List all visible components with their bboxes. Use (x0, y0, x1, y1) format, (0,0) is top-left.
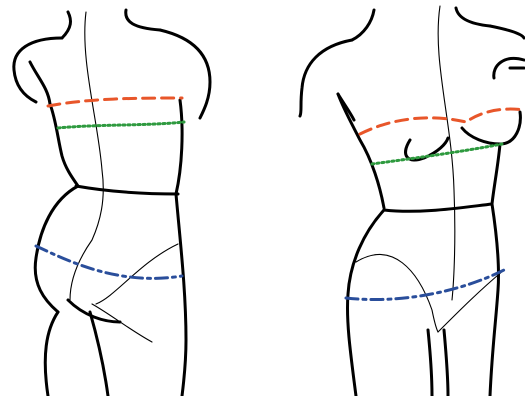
front-neck-right (456, 8, 490, 26)
front-right-shoulder (490, 26, 524, 38)
front-right-breast (462, 112, 520, 144)
back-left-torso-edge (30, 62, 50, 104)
front-view-figure (300, 6, 524, 396)
back-right-leg-edge (176, 194, 186, 396)
front-lower-measure-line (346, 270, 504, 300)
back-middle-measure-line (58, 122, 184, 128)
front-inner-leg-right (444, 330, 448, 396)
front-middle-measure-line (372, 144, 502, 164)
back-left-leg-inner (90, 312, 108, 396)
back-right-shoulder-arm (160, 30, 210, 118)
back-view-figure (14, 10, 210, 396)
back-neck-left (62, 12, 70, 38)
back-crease (68, 300, 120, 322)
front-torso-left-upper (338, 94, 354, 120)
front-hip-left (347, 210, 384, 396)
front-neck-left (352, 10, 374, 40)
back-left-leg-outer (45, 312, 58, 396)
front-hip-right (490, 204, 499, 396)
back-waistline (76, 186, 178, 194)
measurement-lines (36, 98, 524, 300)
front-panty-left (356, 255, 438, 332)
front-waistline (384, 204, 492, 211)
back-upper-measure-line (48, 98, 182, 106)
front-torso-right-side (492, 144, 500, 204)
back-neck-right (126, 10, 160, 30)
front-upper-measure-line (360, 109, 524, 134)
back-left-shoulder-arm (14, 38, 62, 102)
back-spine-line (70, 12, 103, 300)
back-torso-right-side (176, 100, 182, 194)
front-torso-left-side (338, 94, 384, 208)
back-torso-left-side (50, 104, 78, 186)
back-panty-line-lower (92, 304, 152, 342)
back-lower-measure-line (36, 246, 182, 278)
front-inner-leg-left (428, 330, 432, 396)
